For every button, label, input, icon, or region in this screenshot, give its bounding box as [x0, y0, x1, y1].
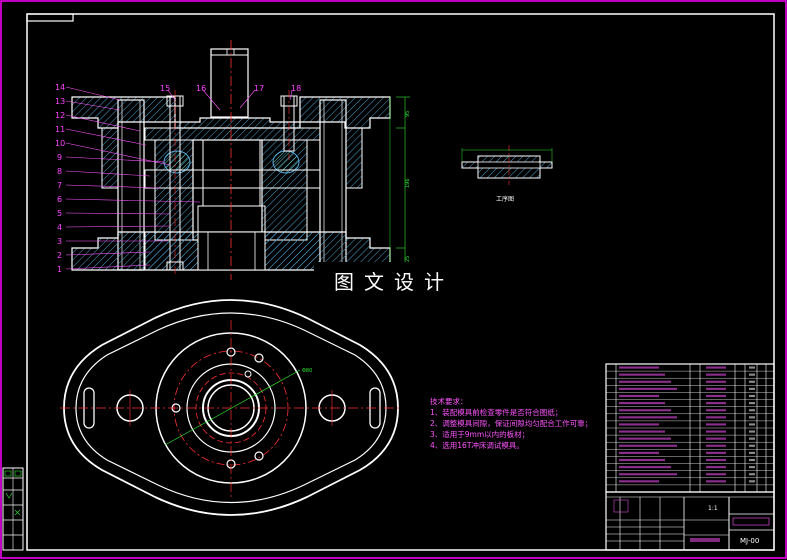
parts-row-text-placeholder [749, 473, 755, 476]
callout-3: 3 [57, 237, 62, 246]
parts-row-text-placeholder [619, 387, 677, 390]
parts-row-text-placeholder [749, 409, 755, 412]
callout-13: 13 [55, 97, 65, 106]
parts-row-text-placeholder [706, 473, 726, 476]
parts-row-text-placeholder [706, 423, 726, 426]
parts-row-text-placeholder [749, 451, 755, 454]
parts-row-text-placeholder [749, 402, 755, 405]
callout-2: 2 [57, 251, 62, 260]
parts-row-text-placeholder [619, 437, 671, 440]
callout-12: 12 [55, 111, 65, 120]
parts-row-text-placeholder [619, 366, 659, 369]
svg-text:196: 196 [405, 178, 411, 188]
callout-9: 9 [57, 153, 62, 162]
tech-req-title: 技术要求： [430, 396, 468, 406]
parts-row-text-placeholder [706, 451, 726, 454]
parts-row-text-placeholder [706, 437, 726, 440]
callout-17: 17 [254, 84, 264, 93]
parts-row-text-placeholder [619, 458, 665, 462]
parts-row-text-placeholder [619, 451, 659, 454]
callout-16: 16 [196, 84, 206, 93]
workpiece-label: 工序图 [496, 195, 514, 203]
parts-row-text-placeholder [706, 366, 726, 369]
parts-row-text-placeholder [749, 466, 755, 469]
callout-10: 10 [55, 139, 65, 148]
watermark-bg [314, 262, 474, 296]
watermark-text: 图文设计 [334, 270, 454, 294]
callout-leaders [65, 86, 293, 270]
parts-row-text-placeholder [706, 430, 726, 433]
parts-row-text-placeholder [749, 394, 755, 398]
parts-row-text-placeholder [749, 444, 755, 447]
front-section-view: 95 196 25 [71, 40, 411, 280]
parts-row-text-placeholder [706, 380, 726, 383]
parts-row-text-placeholder [706, 466, 726, 469]
parts-row-text-placeholder [619, 444, 677, 447]
diameter-label: Φ80 [302, 368, 312, 374]
svg-text:25: 25 [405, 256, 411, 262]
tech-req-item-3: 3、适用于9mm以内的板材； [430, 429, 529, 439]
parts-row-text-placeholder [749, 430, 755, 433]
parts-row-text-placeholder [749, 480, 755, 483]
parts-row-text-placeholder [706, 444, 726, 447]
tech-req-item-2: 2、调整模具间隙，保证间隙均匀配合工作可靠； [430, 418, 592, 428]
parts-row-text-placeholder [749, 387, 755, 390]
inner-drawing-frame [26, 13, 775, 551]
parts-row-text-placeholder [749, 366, 755, 369]
callout-18: 18 [291, 84, 301, 93]
technical-requirements: 技术要求： 1、装配模具前检查零件是否符合图纸； 2、调整模具间隙，保证间隙均匀… [430, 396, 592, 450]
parts-row-text-placeholder [619, 466, 671, 469]
callout-1: 1 [57, 265, 62, 274]
callout-4: 4 [57, 223, 62, 232]
tech-req-item-4: 4、选用16T冲床调试模具。 [430, 440, 524, 450]
callout-14: 14 [55, 83, 65, 92]
parts-row-text-placeholder [619, 480, 659, 483]
parts-row-text-placeholder [706, 458, 726, 462]
parts-row-text-placeholder [706, 480, 726, 483]
parts-row-text-placeholder [749, 423, 755, 426]
parts-row-text-placeholder [619, 423, 659, 426]
callout-8: 8 [57, 167, 62, 176]
callout-7: 7 [57, 181, 62, 190]
svg-text:95: 95 [405, 111, 411, 117]
parts-row-text-placeholder [619, 402, 665, 405]
parts-row-text-placeholder [706, 409, 726, 412]
parts-list-rows [606, 366, 774, 486]
parts-row-text-placeholder [706, 387, 726, 390]
parts-row-text-placeholder [619, 430, 665, 433]
parts-row-text-placeholder [619, 416, 677, 419]
parts-row-text-placeholder [749, 373, 755, 376]
parts-row-text-placeholder [619, 380, 671, 383]
parts-row-text-placeholder [749, 416, 755, 419]
title-block-markings [613, 499, 770, 542]
left-binding-strip [2, 467, 24, 551]
parts-row-text-placeholder [619, 473, 677, 476]
title-block [605, 491, 775, 551]
parts-row-text-placeholder [619, 409, 671, 412]
parts-row-text-placeholder [619, 394, 659, 398]
callout-6: 6 [57, 195, 62, 204]
parts-row-text-placeholder [619, 373, 665, 376]
callout-labels: 1 2 3 4 5 6 7 8 9 10 11 12 13 14 15 16 1… [55, 83, 301, 274]
workpiece-detail: 工序图 [461, 145, 553, 203]
parts-row-text-placeholder [706, 402, 726, 405]
top-left-code-box [26, 13, 74, 22]
callout-15: 15 [160, 84, 170, 93]
parts-row-text-placeholder [706, 373, 726, 376]
tech-req-item-1: 1、装配模具前检查零件是否符合图纸； [430, 407, 562, 417]
drawing-number: MJ-00 [740, 537, 759, 545]
scale-value: 1:1 [708, 505, 718, 512]
parts-row-text-placeholder [706, 416, 726, 419]
parts-row-text-placeholder [706, 394, 726, 398]
parts-row-text-placeholder [749, 380, 755, 383]
callout-11: 11 [55, 125, 65, 134]
parts-row-text-placeholder [749, 437, 755, 440]
top-view: Φ80 [60, 299, 402, 516]
parts-row-text-placeholder [749, 458, 755, 462]
callout-5: 5 [57, 209, 62, 218]
